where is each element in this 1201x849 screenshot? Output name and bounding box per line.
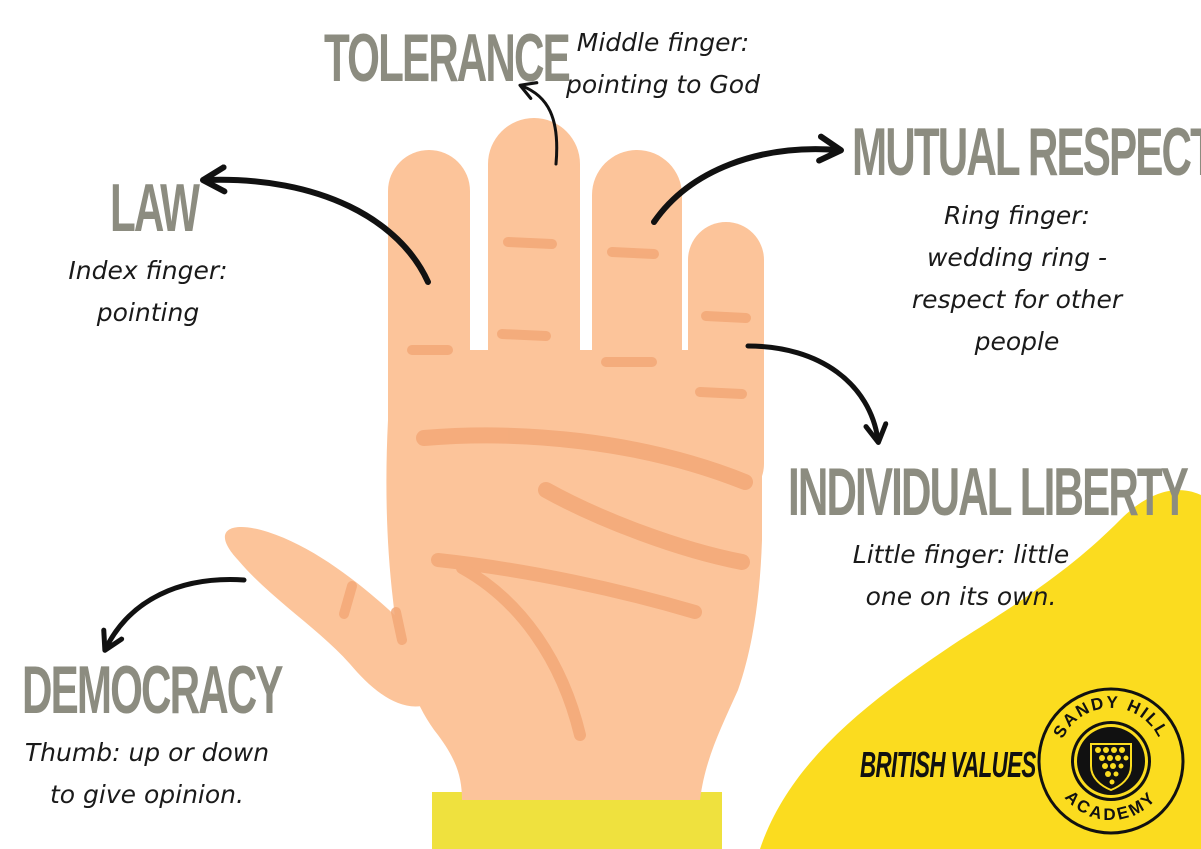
desc-line: one on its own. [865, 582, 1057, 611]
desc-tolerance: Middle finger: pointing to God [560, 22, 766, 106]
value-title-democracy: DEMOCRACY [22, 652, 284, 728]
school-badge: SANDY HILL ACADEMY [1037, 687, 1185, 835]
desc-line: people [974, 327, 1060, 356]
hand-creases [339, 237, 753, 741]
desc-line: wedding ring - [926, 243, 1108, 272]
desc-line: Middle finger: [576, 28, 750, 57]
shield-icon [1090, 743, 1132, 792]
desc-line: respect for other [911, 285, 1123, 314]
desc-individual-liberty: Little finger: little one on its own. [852, 534, 1070, 618]
desc-line: pointing [96, 298, 200, 327]
desc-mutual-respect: Ring finger: wedding ring - respect for … [902, 195, 1132, 363]
desc-law: Index finger: pointing [60, 250, 236, 334]
desc-line: pointing to God [566, 70, 760, 99]
desc-line: to give opinion. [50, 780, 244, 809]
desc-line: Thumb: up or down [24, 738, 270, 767]
curved-arrow-icon [101, 81, 889, 653]
value-title-mutual-respect: MUTUAL RESPECT [852, 114, 1201, 190]
value-title-law: LAW [110, 170, 200, 246]
desc-line: Ring finger: [944, 201, 1090, 230]
value-title-tolerance: TOLERANCE [324, 20, 571, 96]
desc-line: Index finger: [68, 256, 228, 285]
desc-democracy: Thumb: up or down to give opinion. [22, 732, 272, 816]
desc-line: Little finger: little [852, 540, 1070, 569]
value-title-individual-liberty: INDIVIDUAL LIBERTY [788, 454, 1189, 530]
british-values-label: BRITISH VALUES [860, 744, 1036, 785]
sleeve [432, 792, 722, 849]
